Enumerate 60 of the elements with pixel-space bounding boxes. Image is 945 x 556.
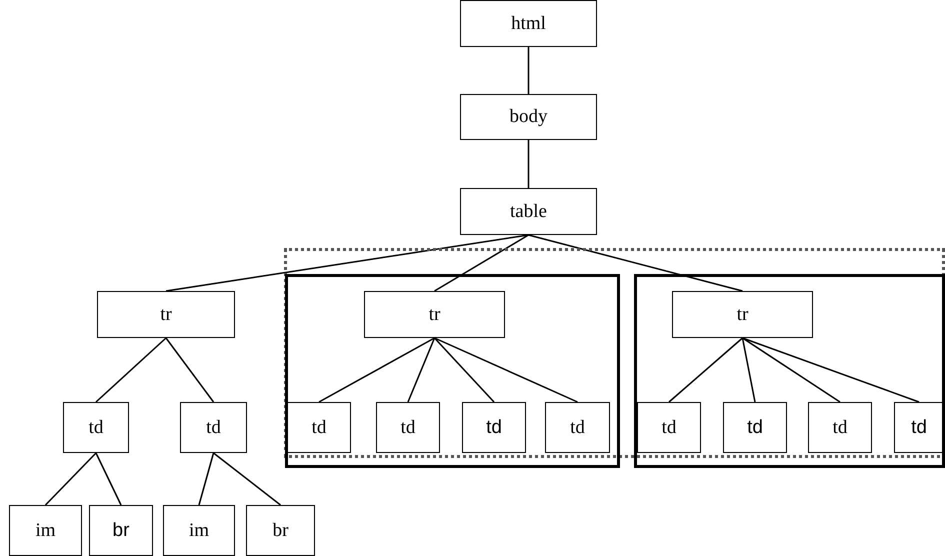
element-node-box xyxy=(672,291,813,338)
node-label: td xyxy=(88,416,104,438)
node-label: td xyxy=(570,416,585,438)
connector-line xyxy=(166,234,529,292)
element-node-box xyxy=(63,402,129,453)
element-node-box xyxy=(462,402,526,453)
node-label: td xyxy=(400,416,416,438)
node-label: br xyxy=(272,520,288,542)
connector-line xyxy=(742,337,840,403)
node-label: body xyxy=(510,106,548,128)
connector-line xyxy=(44,452,97,506)
connector-line xyxy=(96,337,166,403)
element-node-box xyxy=(723,402,787,453)
element-node-box xyxy=(376,402,440,453)
node-label: im xyxy=(35,520,56,542)
node-label: td xyxy=(206,416,221,438)
node-label: im xyxy=(188,520,210,542)
connector-line xyxy=(668,337,743,403)
node-label: tr xyxy=(428,304,440,326)
node-label: br xyxy=(112,520,130,542)
element-node-box xyxy=(460,188,597,235)
element-node-box xyxy=(97,291,235,338)
node-label: td xyxy=(832,416,848,438)
element-node-box xyxy=(9,505,82,556)
connector-line xyxy=(318,337,435,403)
element-node-box xyxy=(163,505,235,556)
connector-line xyxy=(742,337,920,403)
element-node-box xyxy=(180,402,247,453)
connector-line xyxy=(434,337,578,403)
node-label: td xyxy=(312,416,326,438)
connector-line xyxy=(434,337,495,403)
node-label: tr xyxy=(160,304,172,326)
element-node-box xyxy=(545,402,610,453)
element-node-box xyxy=(894,402,944,453)
element-node-box xyxy=(364,291,505,338)
connector-line xyxy=(213,452,281,506)
node-label: td xyxy=(662,416,676,438)
connector-line xyxy=(95,452,122,506)
group-frame xyxy=(634,274,945,468)
element-node-box xyxy=(637,402,701,453)
node-label: td xyxy=(747,416,763,438)
connector-line xyxy=(528,140,530,188)
connector-line xyxy=(742,338,756,402)
connector-line xyxy=(198,452,214,506)
node-label: td xyxy=(911,416,927,438)
element-node-box xyxy=(460,94,597,140)
node-label: tr xyxy=(736,304,748,326)
node-label: td xyxy=(486,416,502,438)
group-frame xyxy=(285,274,620,468)
node-label: html xyxy=(511,12,546,34)
element-node-box xyxy=(808,402,872,453)
node-label: table xyxy=(510,200,547,222)
connector-line xyxy=(434,234,529,292)
element-node-box xyxy=(89,505,153,556)
element-node-box xyxy=(460,0,597,47)
element-node-box xyxy=(287,402,351,453)
connector-line xyxy=(407,338,436,402)
element-node-box xyxy=(246,505,315,556)
connector-line xyxy=(165,338,214,402)
connector-line xyxy=(528,47,530,94)
